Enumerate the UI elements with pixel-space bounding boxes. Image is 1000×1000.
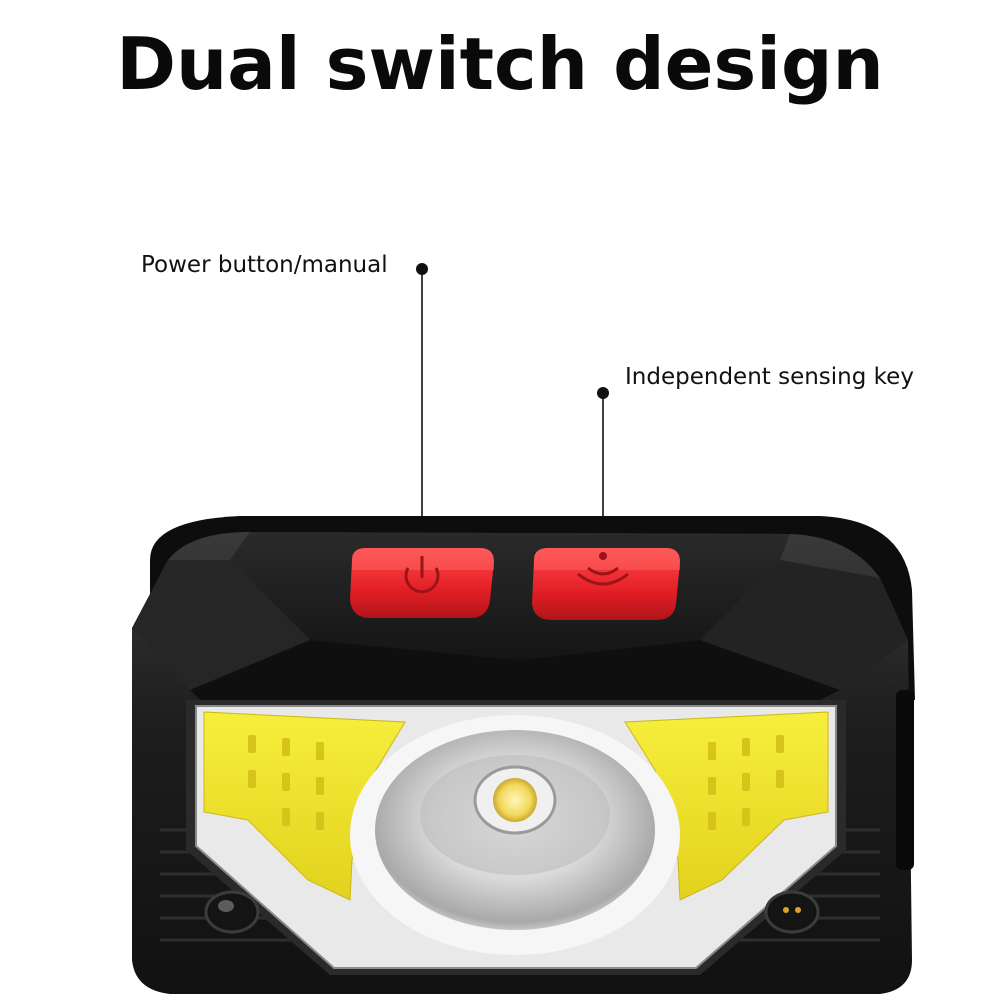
- right-cob-led: [624, 711, 829, 901]
- power-button-callout-label: Power button/manual: [141, 252, 388, 278]
- power-button[interactable]: [350, 548, 494, 618]
- left-sensor: [204, 890, 260, 934]
- sensor-wave-icon: [577, 552, 629, 586]
- sensing-key-button[interactable]: [532, 548, 680, 620]
- sensing-callout-leader: [597, 387, 609, 520]
- center-reflector: [350, 715, 680, 955]
- power-icon: [404, 556, 440, 594]
- sensing-key-callout-label: Independent sensing key: [625, 364, 914, 390]
- center-led: [493, 778, 537, 822]
- power-callout-leader: [416, 263, 428, 520]
- right-sensor: [764, 890, 820, 934]
- left-cob-led: [203, 711, 406, 901]
- page-title: Dual switch design: [116, 22, 884, 106]
